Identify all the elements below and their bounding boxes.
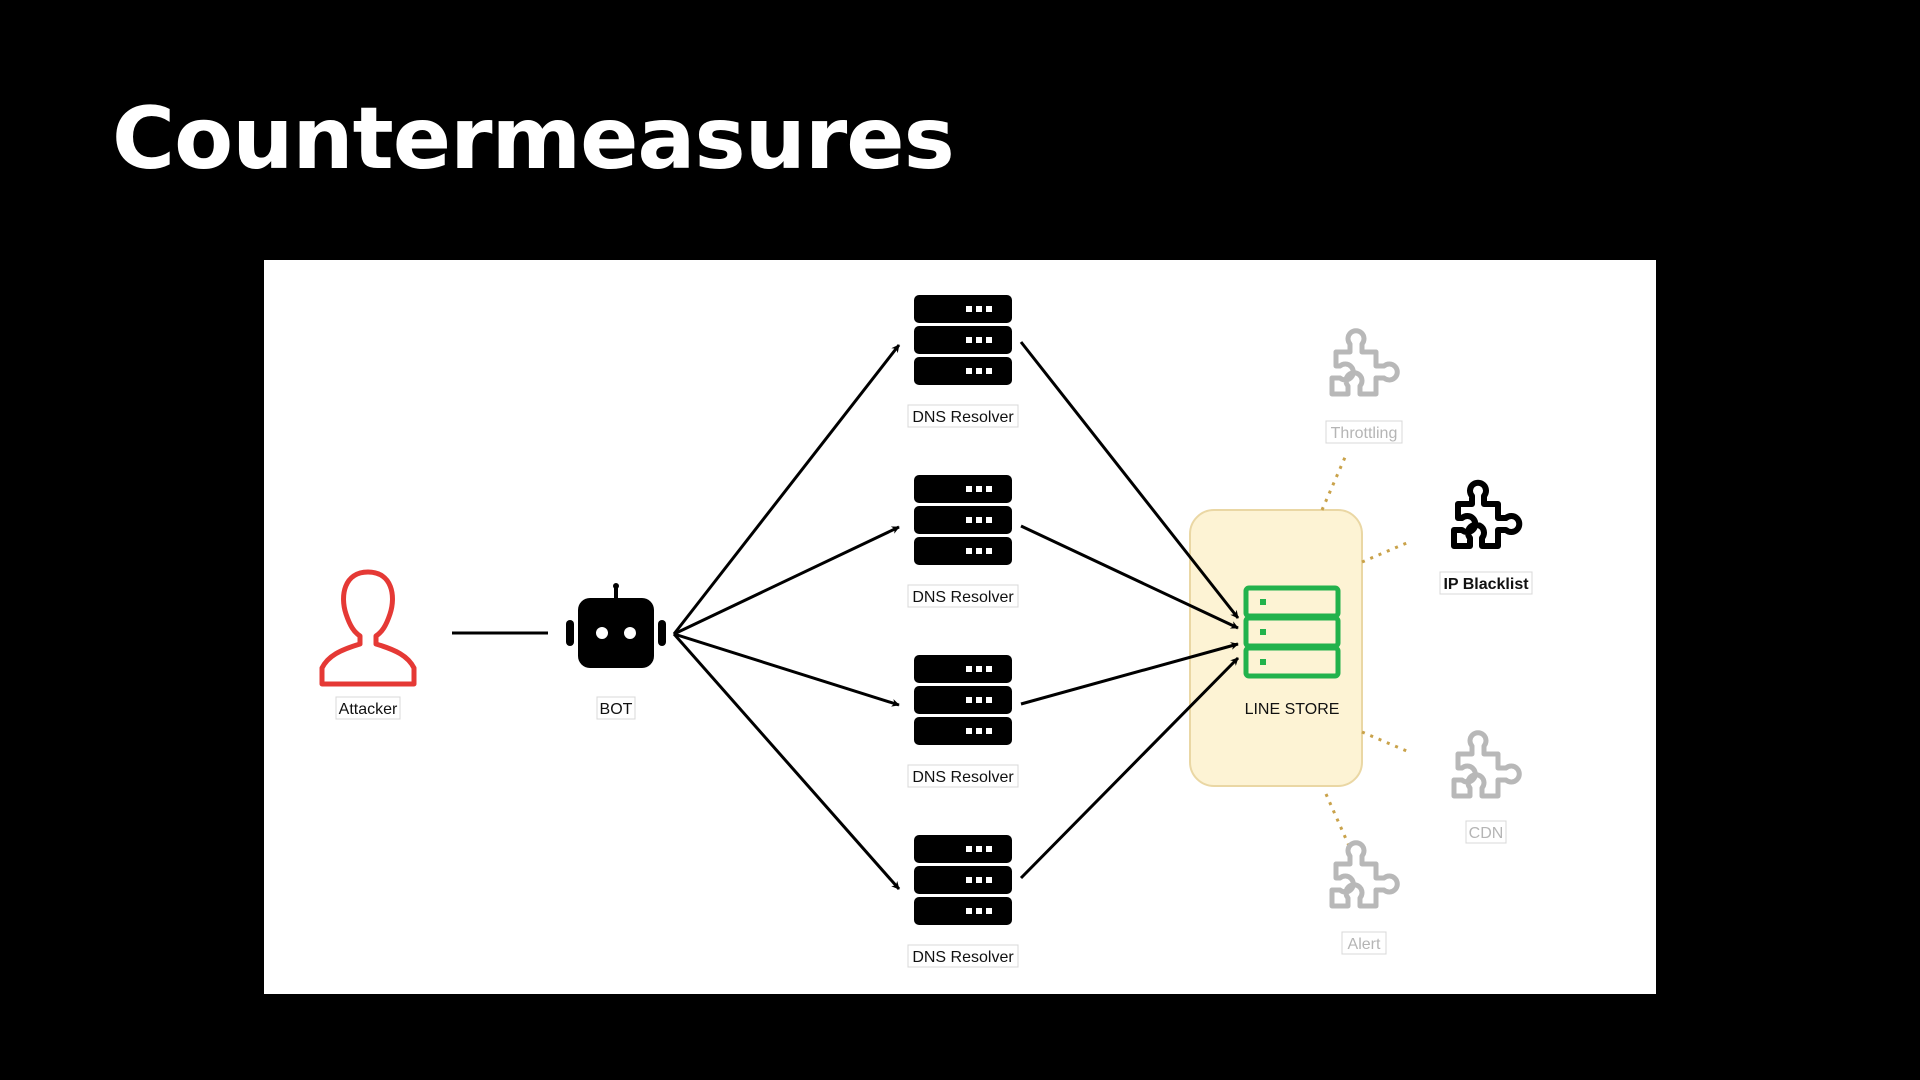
ip-blacklist-label: IP Blacklist xyxy=(1443,576,1529,593)
bot-label-box xyxy=(596,696,636,720)
bot-node: BOT xyxy=(566,583,666,720)
server-icon xyxy=(914,835,1012,925)
plugin-alert: Alert xyxy=(1332,843,1397,955)
attacker-node: Attacker xyxy=(319,569,417,720)
server-icon xyxy=(914,475,1012,565)
bot-resolver-arrows xyxy=(672,344,901,890)
cdn-label: CDN xyxy=(1469,825,1504,842)
resolver-store-arrows xyxy=(1019,341,1240,880)
dns-resolver-label: DNS Resolver xyxy=(912,589,1014,606)
robot-icon xyxy=(566,583,666,668)
throttling-label: Throttling xyxy=(1331,425,1398,442)
plugin-ip-blacklist: IP Blacklist xyxy=(1439,483,1533,595)
plugin-connectors xyxy=(1320,454,1410,849)
dns-resolver-1: DNS Resolver xyxy=(907,295,1019,428)
dns-resolver-label: DNS Resolver xyxy=(912,769,1014,786)
server-icon xyxy=(914,655,1012,745)
dns-resolver-label: DNS Resolver xyxy=(912,949,1014,966)
dns-resolver-4: DNS Resolver xyxy=(907,835,1019,968)
store-server-icon xyxy=(1243,585,1341,679)
dns-resolver-2: DNS Resolver xyxy=(907,475,1019,608)
bot-label: BOT xyxy=(600,701,633,718)
line-store-label: LINE STORE xyxy=(1245,701,1340,718)
plugin-cdn: CDN xyxy=(1454,733,1519,844)
plugin-throttling: Throttling xyxy=(1325,331,1403,444)
puzzle-icon xyxy=(1332,331,1397,394)
server-icon xyxy=(914,295,1012,385)
attacker-icon xyxy=(319,569,417,687)
alert-label: Alert xyxy=(1348,936,1381,953)
slide-title: Countermeasures xyxy=(112,89,955,189)
attacker-label-box xyxy=(335,696,401,720)
line-store-node: LINE STORE xyxy=(1243,585,1341,718)
puzzle-icon xyxy=(1454,483,1519,546)
diagram-panel: Attacker BOT DNS Resolver DNS Resolver D… xyxy=(264,260,1656,994)
puzzle-icon xyxy=(1332,843,1397,906)
attacker-label: Attacker xyxy=(339,701,398,718)
dns-resolver-label: DNS Resolver xyxy=(912,409,1014,426)
architecture-diagram: Attacker BOT DNS Resolver DNS Resolver D… xyxy=(319,295,1533,968)
puzzle-icon xyxy=(1454,733,1519,796)
dns-resolver-3: DNS Resolver xyxy=(907,655,1019,788)
